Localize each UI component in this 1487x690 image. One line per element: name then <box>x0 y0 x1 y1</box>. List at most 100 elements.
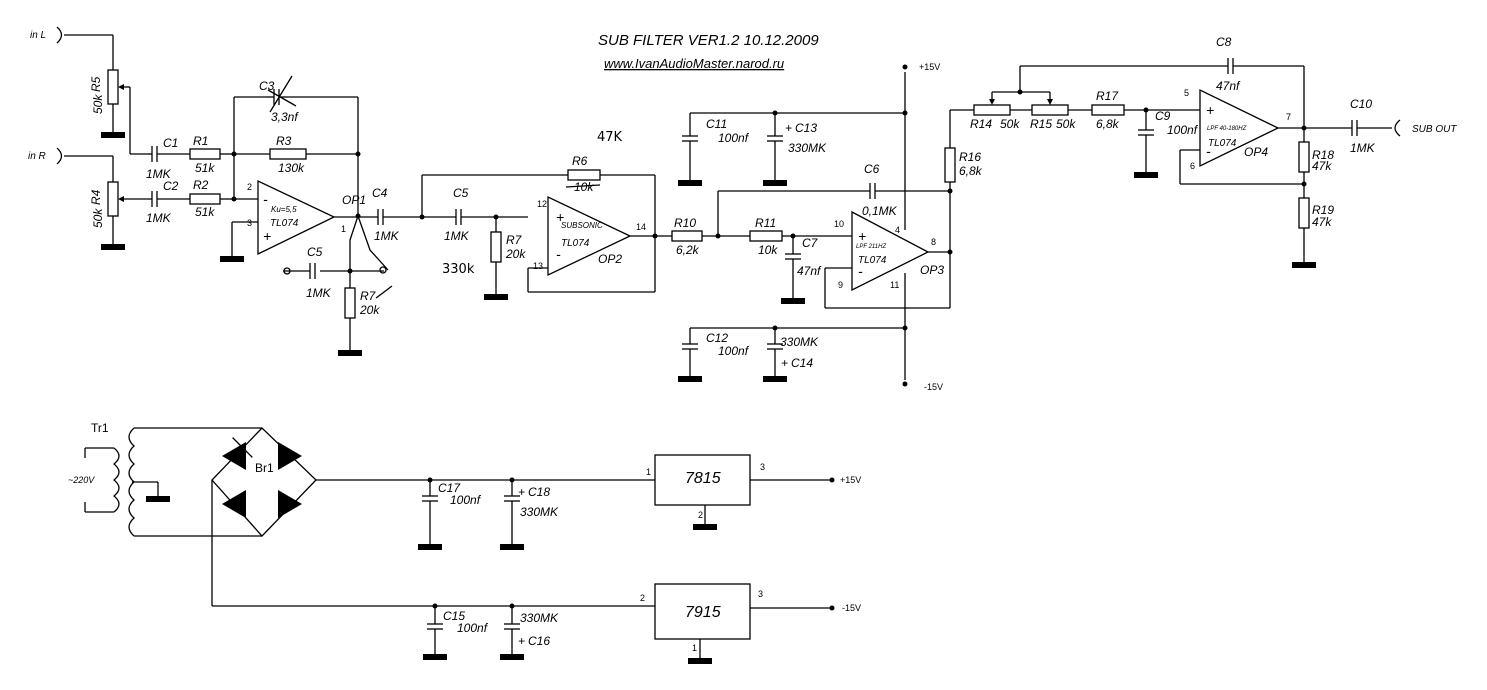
op2-note: SUBSONIC <box>561 221 603 230</box>
r10-value: 6,2k <box>676 243 700 257</box>
capacitor-c16: 330MK + C16 <box>500 603 559 660</box>
resistor-r2: R2 51k <box>189 178 234 219</box>
r3-name: R3 <box>276 134 292 148</box>
c13-plus: + <box>785 121 792 135</box>
c5b-value: 1MK <box>444 229 470 243</box>
capacitor-c12: C12 100nf <box>678 328 750 382</box>
r6-value: 10k <box>574 180 594 194</box>
c14-value: 330MK <box>780 335 819 349</box>
resistor-r7-old: R7 20k <box>338 271 393 356</box>
rail-pos-label-1: +15V <box>919 62 940 72</box>
sub-out-label: SUB OUT <box>1412 124 1457 135</box>
r5-name: R5 <box>89 76 103 92</box>
c9-name: C9 <box>1155 109 1171 123</box>
website-url[interactable]: www.IvanAudioMaster.narod.ru <box>604 56 784 71</box>
op2-plus: + <box>556 209 564 225</box>
op1-name: OP1 <box>342 193 366 207</box>
op4-note: LPF 40-180HZ <box>1207 126 1247 132</box>
r4-value: 50k <box>91 208 105 228</box>
c4-name: C4 <box>372 186 388 200</box>
r7b-value: 20k <box>359 303 380 317</box>
c17-name: C17 <box>438 481 461 495</box>
r16-name: R16 <box>959 150 981 164</box>
regulator-7915: 7915 2 3 1 -15V <box>640 583 861 664</box>
op1-type: TL074 <box>270 218 299 229</box>
r5-value: 50k <box>91 94 105 114</box>
c11-value: 100nf <box>718 131 750 145</box>
c8-value: 47nf <box>1216 79 1241 93</box>
op4-minus: - <box>1206 143 1211 159</box>
c8-name: C8 <box>1216 35 1232 49</box>
op4-pin-minus: 6 <box>1190 161 1195 171</box>
op2-type: TL074 <box>561 238 590 249</box>
op1-pin-out-note: 1 <box>341 224 346 234</box>
c18-name: C18 <box>528 485 550 499</box>
c1-value: 1MK <box>146 167 172 181</box>
c12-name: C12 <box>706 331 728 345</box>
br1-name: Br1 <box>255 461 274 475</box>
op3-plus: + <box>858 228 866 244</box>
reg-neg-pin-out: 3 <box>758 589 763 599</box>
c17-value: 100nf <box>450 493 482 507</box>
op2-minus: - <box>556 246 561 262</box>
r3-value: 130k <box>278 161 305 175</box>
opamp-op4: + - LPF 40-180HZ TL074 5 6 7 OP4 <box>1179 88 1352 187</box>
capacitor-c3: C3 3,3nf <box>259 75 299 124</box>
c1-name: C1 <box>163 136 178 150</box>
c12-value: 100nf <box>718 344 750 358</box>
r1-name: R1 <box>193 134 208 148</box>
rail-neg-label-2: -15V <box>842 603 861 613</box>
op3-pin-vn: 11 <box>890 280 899 290</box>
op1-note: Ku=5,5 <box>271 205 297 214</box>
schematic-title: SUB FILTER VER1.2 10.12.2009 <box>598 32 819 49</box>
opamp-op3: + - LPF 211HZ TL074 10 9 8 4 11 OP3 <box>824 72 953 380</box>
op1-minus: - <box>263 191 268 207</box>
capacitor-c7: C7 47nf <box>781 236 822 304</box>
capacitor-c11: C11 100nf <box>678 113 750 186</box>
capacitor-c10: C10 1MK <box>1350 97 1392 155</box>
op2-pin-out: 14 <box>636 222 646 232</box>
r6-name: R6 <box>572 154 588 168</box>
reg-neg-name: 7915 <box>685 604 721 621</box>
r2-value: 51k <box>195 205 215 219</box>
op3-pin-out: 8 <box>931 237 936 247</box>
capacitor-c6: C6 0,1MK <box>717 162 953 236</box>
c14-plus: + <box>781 356 788 370</box>
input-l-connector: in L <box>30 26 113 44</box>
resistor-r6: R6 10k 47K <box>565 130 623 194</box>
c16-value: 330MK <box>520 611 559 625</box>
capacitor-c8: C8 47nf <box>1216 35 1241 93</box>
in-l-label: in L <box>30 30 46 41</box>
input-r-connector: in R <box>28 147 113 165</box>
c13-name: C13 <box>795 121 817 135</box>
c11-name: C11 <box>706 117 727 131</box>
capacitor-c17: C17 100nf <box>418 477 482 550</box>
r7b-name: R7 <box>360 289 377 303</box>
capacitor-c4: C4 1MK <box>372 186 456 243</box>
op2-pin-plus: 12 <box>537 199 547 209</box>
c14-name: C14 <box>791 356 813 370</box>
r11-value: 10k <box>758 243 778 257</box>
r18-name: R18 <box>1312 148 1334 162</box>
resistor-r10: R10 6,2k <box>671 216 750 257</box>
c13-value: 330MK <box>788 141 827 155</box>
reg-pos-name: 7815 <box>685 470 721 487</box>
r11-name: R11 <box>755 216 776 230</box>
r15-name: R15 <box>1030 117 1052 131</box>
resistor-r1: R1 51k <box>189 134 234 175</box>
capacitor-c5-old: C5 1MK 1 <box>283 215 389 300</box>
c5a-value: 1MK <box>306 286 332 300</box>
capacitor-c9: C9 100nf <box>1134 109 1199 178</box>
reg-pos-pin-out: 3 <box>760 462 765 472</box>
c4-value: 1MK <box>374 229 400 243</box>
r17-name: R17 <box>1096 89 1119 103</box>
op3-pin-plus: 10 <box>834 219 844 229</box>
resistor-r3: R3 130k <box>269 134 307 175</box>
op3-type: TL074 <box>858 255 887 266</box>
op4-name: OP4 <box>1244 145 1268 159</box>
sub-out-connector: SUB OUT <box>1394 119 1457 137</box>
capacitor-c1: C1 1MK <box>146 136 190 181</box>
r4-name: R4 <box>89 189 103 205</box>
tr1-name: Tr1 <box>91 421 109 435</box>
